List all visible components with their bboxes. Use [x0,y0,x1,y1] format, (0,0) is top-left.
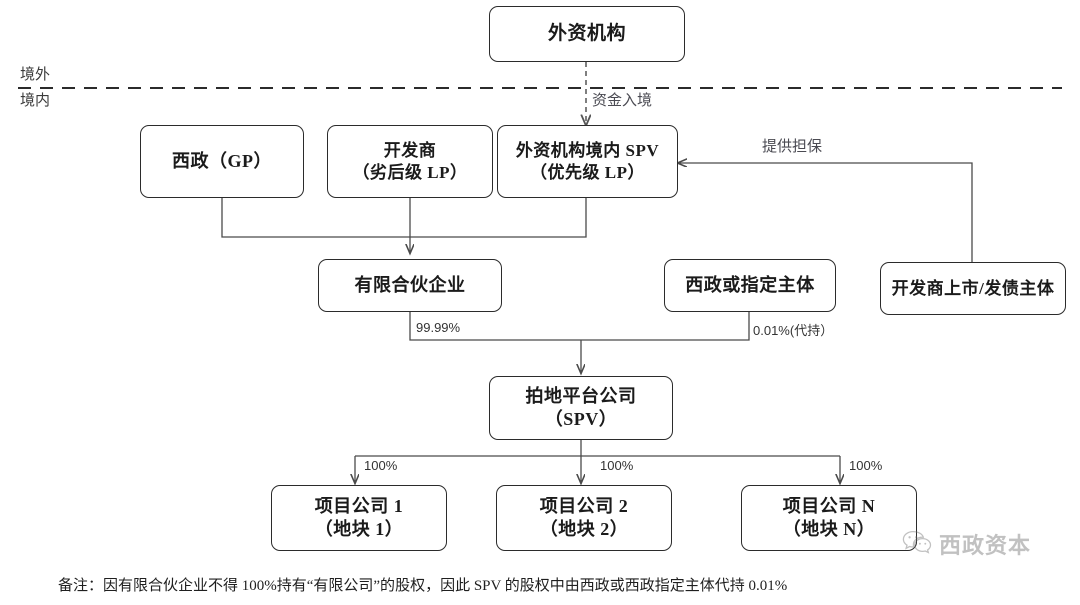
watermark: 西政资本 [902,528,1031,560]
node-label-line2: （劣后级 LP） [352,162,468,182]
node-label: 开发商上市/发债主体 [891,278,1055,298]
node-project-company-2[interactable]: 项目公司 2 （地块 2） [496,485,672,551]
node-label-line1: 外资机构境内 SPV [515,140,660,160]
node-label-line1: 开发商 [383,140,437,160]
node-xizheng-designated[interactable]: 西政或指定主体 [664,259,836,312]
node-label-line1: 项目公司 1 [314,495,404,516]
node-limited-partnership[interactable]: 有限合伙企业 [318,259,502,312]
footnote-text: 备注：因有限合伙企业不得 100%持有“有限公司”的股权，因此 SPV 的股权中… [58,578,788,594]
node-label: 有限合伙企业 [354,274,466,295]
node-onshore-spv[interactable]: 外资机构境内 SPV （优先级 LP） [497,125,678,198]
zone-label-offshore: 境外 [20,67,51,83]
node-project-company-n[interactable]: 项目公司 N （地块 N） [741,485,917,551]
node-label-line2: （SPV） [544,409,618,429]
edge-label-provide-guarantee: 提供担保 [762,139,823,155]
wechat-icon [902,529,932,560]
node-label-line2: （地块 2） [539,519,629,539]
node-label-line1: 项目公司 N [782,495,876,516]
node-xizheng-gp[interactable]: 西政（GP） [140,125,304,198]
node-developer-lp[interactable]: 开发商 （劣后级 LP） [327,125,493,198]
edge-label-share-9999: 99.99% [416,320,461,335]
node-developer-listed-entity[interactable]: 开发商上市/发债主体 [880,262,1066,315]
edge-label-project-company-2-percent: 100% [600,458,634,473]
watermark-text: 西政资本 [939,533,1032,558]
node-label-line1: 拍地平台公司 [525,385,637,406]
zone-label-onshore: 境内 [20,93,51,109]
node-label-line2: （地块 N） [782,519,876,539]
node-label: 外资机构 [547,22,626,44]
node-label-line2: （优先级 LP） [530,162,645,182]
node-label-line1: 项目公司 2 [539,495,629,516]
edge-label-project-company-n-percent: 100% [849,458,883,473]
node-foreign-institution[interactable]: 外资机构 [489,6,685,62]
node-label-line2: （地块 1） [314,519,404,539]
edge-label-project-company-1-percent: 100% [364,458,398,473]
node-label: 西政或指定主体 [685,274,815,295]
edge-label-funds-inbound: 资金入境 [592,93,653,109]
edge-label-share-001: 0.01%(代持） [753,323,834,338]
node-label: 西政（GP） [172,150,272,171]
node-project-company-1[interactable]: 项目公司 1 （地块 1） [271,485,447,551]
node-bidding-platform-spv[interactable]: 拍地平台公司 （SPV） [489,376,673,440]
